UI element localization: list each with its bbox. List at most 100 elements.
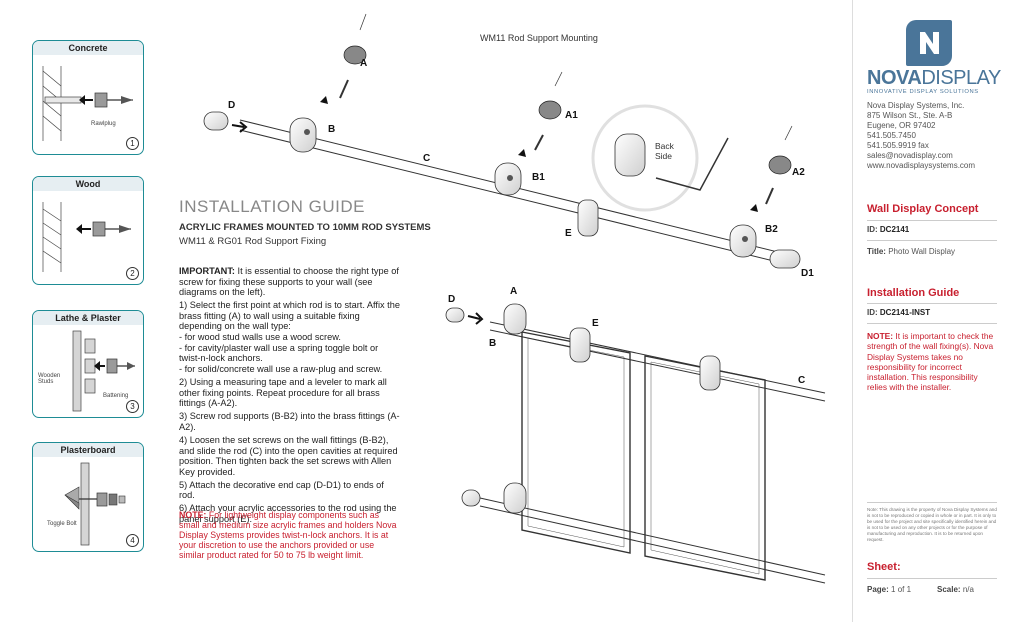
step-1c: - for solid/concrete wall use a raw-plug… [179, 363, 383, 374]
label-e-lower: E [592, 318, 599, 329]
install-heading: Installation Guide [867, 287, 960, 299]
install-id: ID: DC2141-INST [867, 308, 931, 317]
logo-light: DISPLAY [921, 67, 1001, 89]
concept-title: Title: Photo Wall Display [867, 247, 956, 256]
important-label: IMPORTANT: [179, 266, 235, 276]
sheet-page: Page: 1 of 1 [867, 585, 912, 594]
guide-instructions: IMPORTANT: It is essential to choose the… [179, 266, 401, 527]
brass-fitting-a [320, 13, 367, 104]
label-a2: A2 [792, 167, 805, 178]
wood-fixing-illustration [42, 202, 131, 272]
panel-title: Lathe & Plaster [33, 311, 143, 325]
acrylic-frame-left [521, 331, 631, 554]
install-note: NOTE: It is important to check the stren… [867, 331, 999, 393]
company-logo-text: NOVADISPLAY [867, 67, 1001, 90]
drawing-title: WM11 Rod Support Mounting [480, 33, 598, 43]
panel-wood: Wood 2 [32, 176, 144, 285]
company-fax: 541.505.9919 fax [867, 141, 929, 150]
company-website[interactable]: www.novadisplaysystems.com [867, 161, 976, 170]
back-side-label: Back Side [655, 141, 674, 161]
rod-assembly-diagram [203, 13, 801, 269]
title-block: NOVADISPLAY INNOVATIVE DISPLAY SOLUTIONS… [852, 0, 1024, 622]
panel-plasterboard: Plasterboard Toggle Bolt 4 [32, 442, 144, 552]
step-4: 4) Loosen the set screws on the wall fit… [179, 434, 398, 477]
panel-number: 2 [126, 267, 139, 280]
sheet-heading: Sheet: [867, 561, 901, 573]
panel-support-e [577, 199, 599, 237]
back-side-detail [591, 104, 729, 212]
guide-note: NOTE: For lightweight display components… [179, 510, 401, 560]
company-name: Nova Display Systems, Inc. [867, 101, 965, 110]
panel-title: Plasterboard [33, 443, 143, 457]
rod-support-b [289, 117, 317, 153]
install-note-label: NOTE: [867, 331, 894, 341]
label-d1: D1 [801, 268, 814, 279]
page-value: 1 of 1 [891, 585, 912, 594]
battening-label: Battening [103, 393, 129, 399]
guide-note-text: For lightweight display components such … [179, 510, 397, 560]
panel-title: Concrete [33, 41, 143, 55]
step-1: 1) Select the first point at which rod i… [179, 300, 400, 332]
label-c-lower: C [798, 375, 806, 386]
concept-heading: Wall Display Concept [867, 203, 979, 215]
install-id-value: DC2141-INST [879, 308, 931, 317]
step-3: 3) Screw rod supports (B-B2) into the br… [179, 411, 400, 432]
label-d-lower: D [448, 294, 456, 305]
step-1b: - for cavity/plaster wall use a spring t… [179, 342, 379, 364]
panel-number: 1 [126, 137, 139, 150]
label-b2: B2 [765, 224, 778, 235]
step-5: 5) Attach the decorative end cap (D-D1) … [179, 479, 384, 501]
company-phone: 541.505.7450 [867, 131, 916, 140]
label-a-lower: A [510, 286, 518, 297]
company-address-1: 875 Wilson St., Ste. A-B [867, 111, 953, 120]
rod-support-b2 [729, 224, 757, 258]
end-cap-d1 [769, 249, 801, 269]
scale-value: n/a [962, 585, 974, 594]
concept-id-value: DC2141 [879, 225, 910, 234]
company-email[interactable]: sales@novadisplay.com [867, 151, 953, 160]
sheet-scale: Scale: n/a [937, 585, 974, 594]
concept-id: ID: DC2141 [867, 225, 910, 234]
label-d: D [228, 100, 236, 111]
rawlplug-label: Rawlplug [91, 121, 116, 127]
lathe-plaster-fixing-illustration [72, 330, 135, 412]
panel-number: 4 [126, 534, 139, 547]
label-a: A [360, 58, 368, 69]
brass-fitting-a1 [518, 71, 563, 157]
guide-subheading-2: WM11 & RG01 Rod Support Fixing [179, 236, 327, 247]
concrete-fixing-illustration [42, 66, 133, 141]
important-text: It is essential to choose the right type… [179, 266, 399, 298]
step-2: 2) Using a measuring tape and a leveler … [179, 376, 387, 409]
brass-fitting-a2 [750, 125, 793, 212]
label-a1: A1 [565, 110, 578, 121]
end-cap-d [203, 111, 229, 131]
label-b: B [328, 124, 336, 135]
plasterboard-fixing-illustration [64, 462, 126, 546]
label-b1: B1 [532, 172, 545, 183]
panel-number: 3 [126, 400, 139, 413]
legal-notice: Note: This drawing is the property of No… [867, 507, 997, 542]
concept-title-value: Photo Wall Display [888, 247, 956, 256]
step-6: 6) Attach your acrylic accessories to th… [179, 503, 397, 525]
arrow-icon [231, 121, 248, 133]
label-c: C [423, 153, 431, 164]
guide-note-label: NOTE: [179, 510, 207, 520]
guide-heading: INSTALLATION GUIDE [179, 197, 365, 216]
panel-title: Wood [33, 177, 143, 191]
company-contact: Nova Display Systems, Inc. 875 Wilson St… [867, 101, 975, 171]
label-b-lower: B [489, 338, 497, 349]
company-address-2: Eugene, OR 97402 [867, 121, 936, 130]
frame-assembly-diagram [445, 303, 826, 584]
panel-concrete: Concrete Rawlplug 1 [32, 40, 144, 155]
step-1a: - for wood stud walls use a wood screw. [179, 332, 341, 343]
company-tagline: INNOVATIVE DISPLAY SOLUTIONS [867, 89, 979, 95]
rod-support-b1 [494, 162, 522, 196]
wooden-studs-label: Wooden Studs [38, 373, 61, 385]
label-e: E [565, 228, 572, 239]
logo-bold: NOVA [867, 67, 922, 89]
allen-key-icon [655, 137, 729, 191]
toggle-bolt-label: Toggle Bolt [47, 521, 77, 527]
nova-logo-icon [906, 20, 952, 66]
panel-lathe-plaster: Lathe & Plaster Wooden Studs Battening 3 [32, 310, 144, 418]
guide-subheading: ACRYLIC FRAMES MOUNTED TO 10MM ROD SYSTE… [179, 222, 431, 233]
